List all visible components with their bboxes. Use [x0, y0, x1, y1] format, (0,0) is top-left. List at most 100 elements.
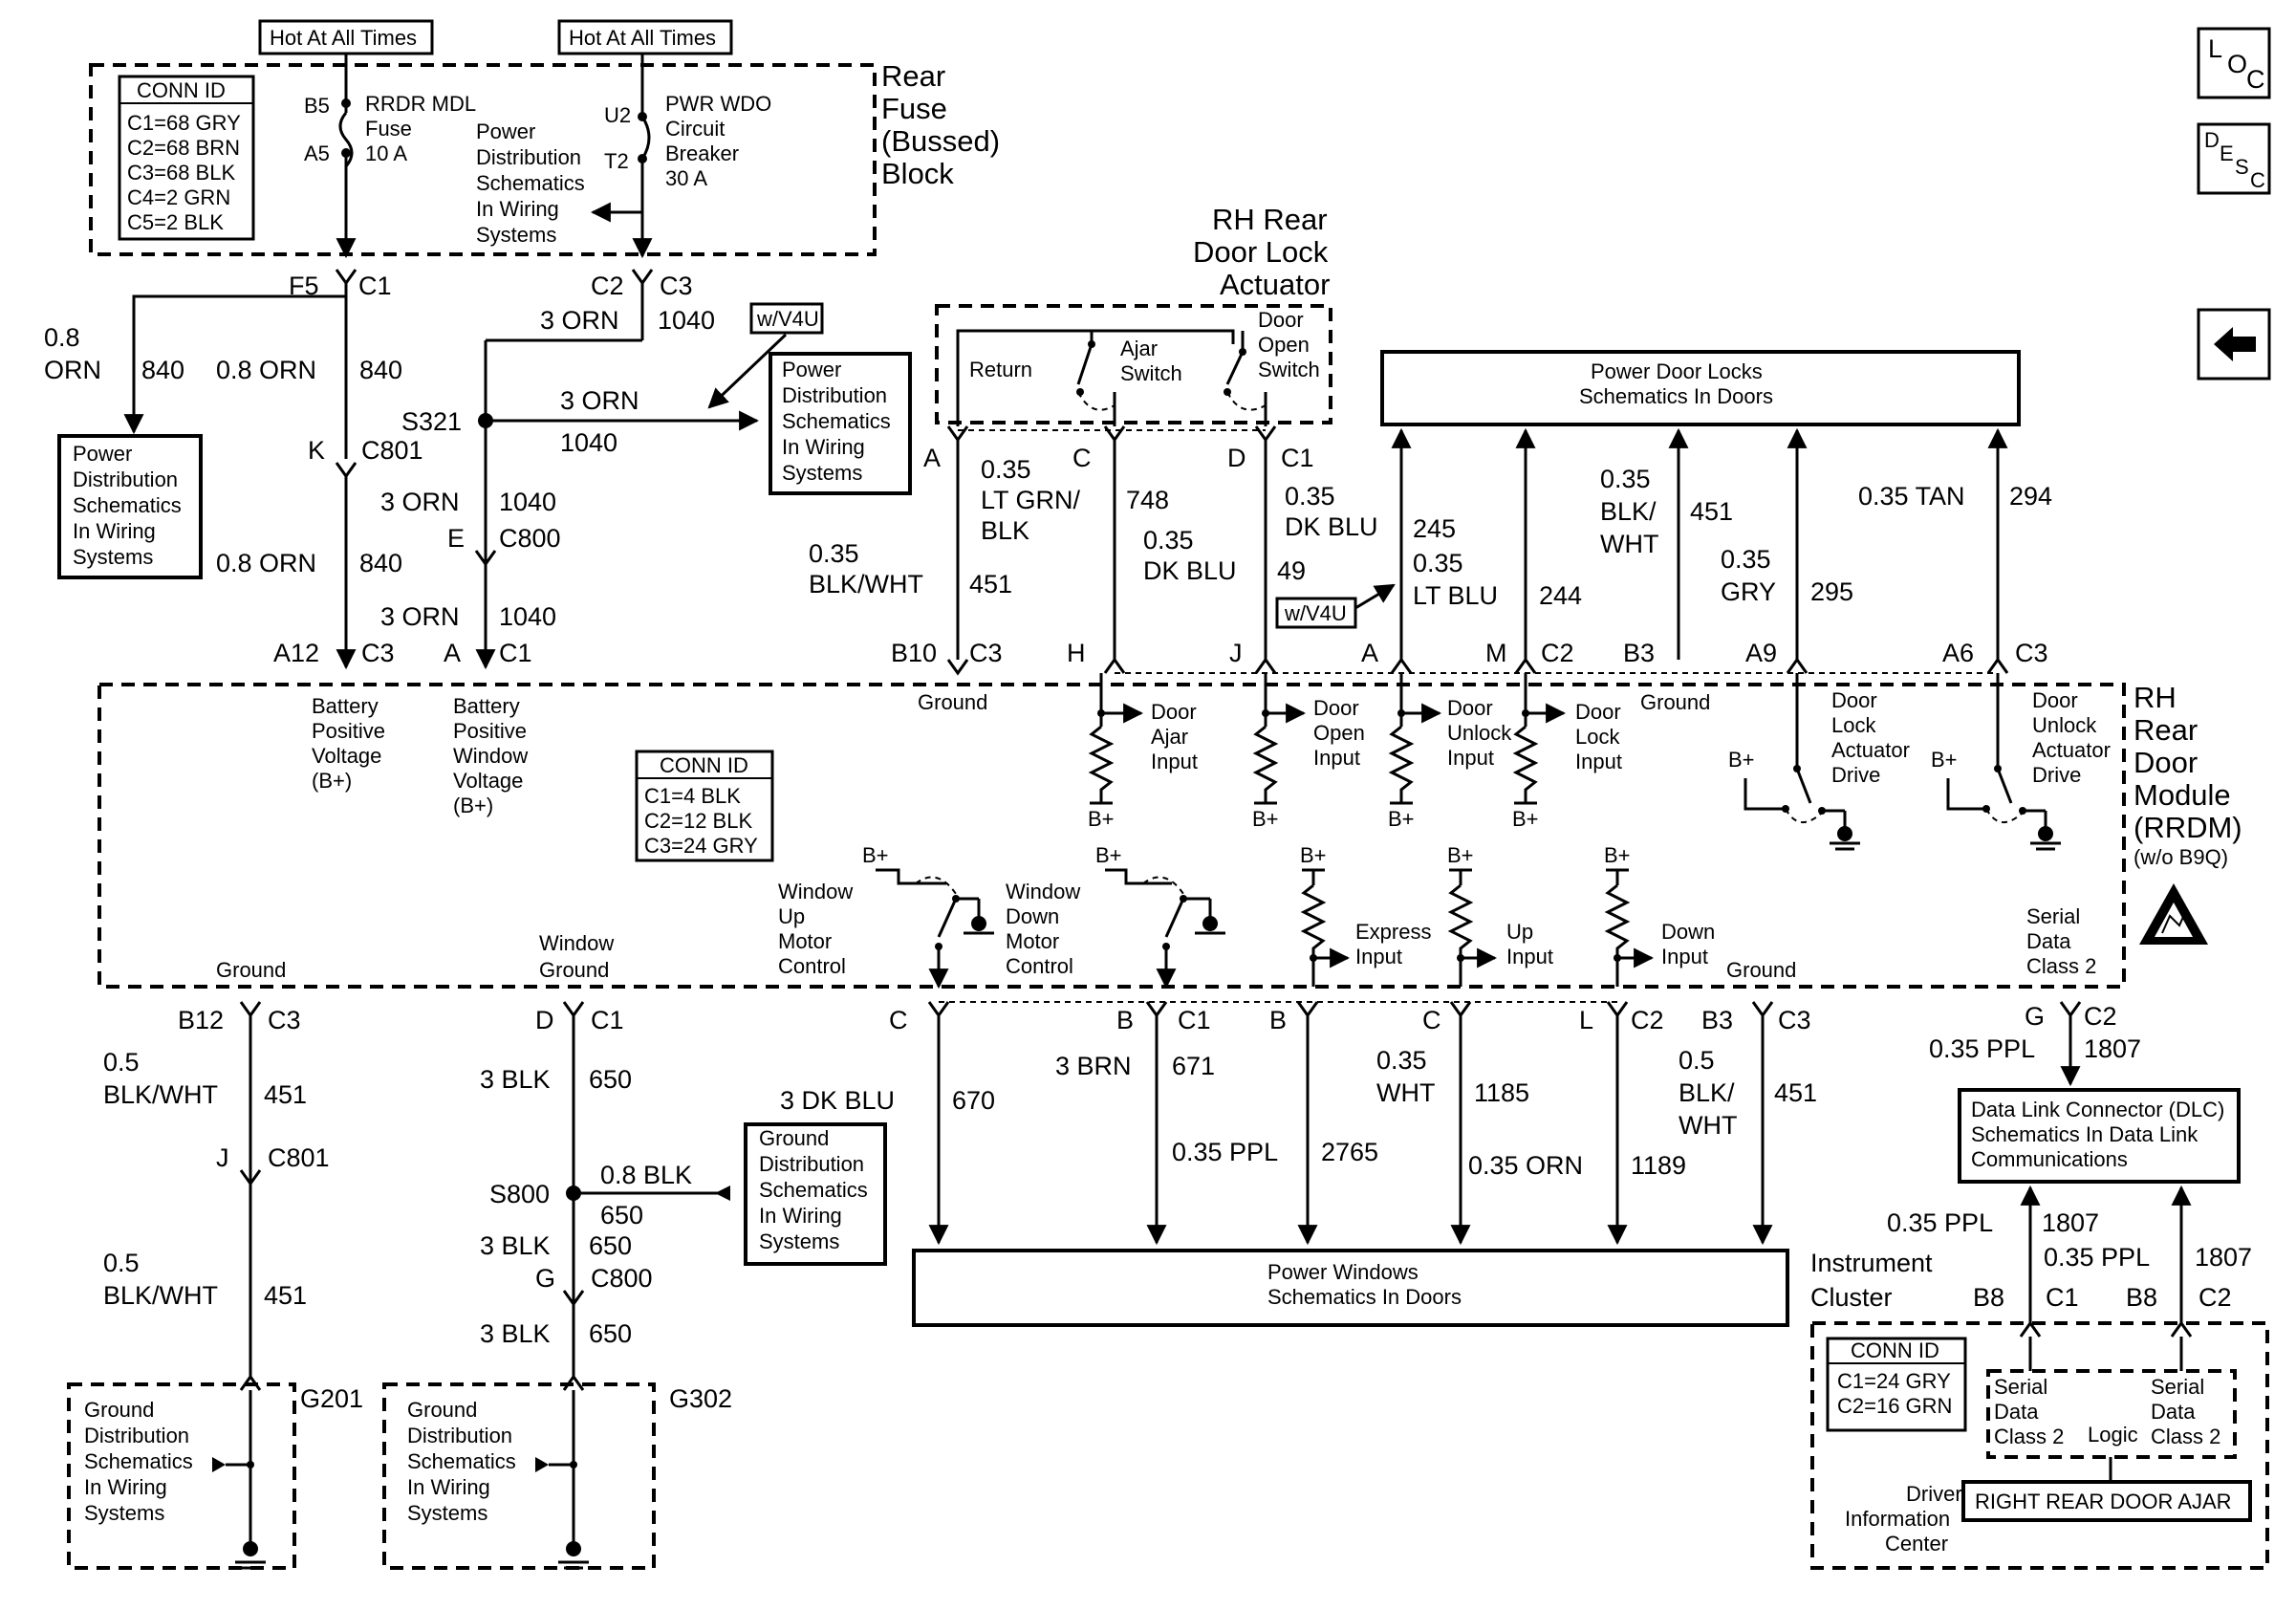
- svg-text:Input: Input: [1355, 945, 1402, 968]
- svg-text:CONN ID: CONN ID: [1851, 1338, 1939, 1362]
- circuit-1040-b: 1040: [560, 428, 617, 457]
- circuit-1040-d: 1040: [499, 602, 556, 631]
- open-switch-label-2: Open: [1258, 333, 1310, 357]
- svg-text:E: E: [2220, 141, 2234, 165]
- svg-text:Unlock: Unlock: [1447, 721, 1512, 745]
- ajar-switch-icon: [1076, 340, 1116, 426]
- svg-text:Lock: Lock: [1575, 725, 1620, 749]
- cluster-circuit-1807-b: 1807: [2195, 1243, 2252, 1272]
- svg-text:Ground: Ground: [407, 1398, 477, 1422]
- svg-text:Up: Up: [1506, 920, 1533, 944]
- svg-text:Serial: Serial: [2026, 904, 2080, 928]
- circuit-650-b: 650: [589, 1231, 632, 1260]
- fuse-block-title-line-2: Fuse: [881, 92, 947, 125]
- circuit-650-a: 650: [589, 1065, 632, 1094]
- window-down-motor-relay: [1105, 868, 1225, 990]
- up-input-resistor: [1447, 868, 1498, 987]
- svg-text:Center: Center: [1885, 1532, 1948, 1556]
- cluster-circuit-1807-a: 1807: [2042, 1208, 2099, 1237]
- pin-c3-top: C3: [660, 272, 693, 300]
- bpwv-line-5: (B+): [453, 794, 493, 817]
- pin-c1-b-bottom: C1: [1178, 1006, 1211, 1034]
- svg-text:Window: Window: [778, 880, 853, 903]
- wire-451b-label-3: WHT: [1600, 530, 1658, 558]
- bplus-unlock-drive: B+: [1931, 748, 1958, 772]
- svg-text:Distribution: Distribution: [84, 1424, 189, 1447]
- module-title-3: Door: [2134, 746, 2198, 779]
- pd-label-line-4: In Wiring: [476, 197, 559, 221]
- actuator-title-line-2: Door Lock: [1193, 235, 1329, 269]
- bpv-line-2: Positive: [312, 719, 385, 743]
- module-ground-top-1: Ground: [918, 690, 987, 714]
- circuit-451-upper: 451: [969, 570, 1012, 598]
- desc-icon[interactable]: D E S C: [2197, 122, 2271, 195]
- wire-08orn-label-2: ORN: [44, 356, 101, 384]
- door-open-input-resistor: [1252, 673, 1307, 805]
- power-door-locks-box: [1380, 350, 2021, 426]
- cluster-pin-b8-b: B8: [2126, 1283, 2157, 1312]
- pin-c1-bottom: C1: [591, 1006, 624, 1034]
- bpwv-line-2: Positive: [453, 719, 527, 743]
- circuit-451b: 451: [1690, 497, 1733, 526]
- svg-text:Schematics: Schematics: [73, 493, 182, 517]
- pin-g-bottom: G: [2025, 1002, 2045, 1031]
- svg-text:BLK/WHT: BLK/WHT: [103, 1281, 218, 1310]
- wire-3orn-c: 3 ORN: [380, 488, 460, 516]
- svg-text:Input: Input: [1313, 746, 1360, 770]
- svg-text:Actuator: Actuator: [1831, 738, 1910, 762]
- module-ground-bottom-1: Ground: [216, 958, 286, 982]
- instrument-cluster-outline: [1810, 1321, 2269, 1570]
- svg-text:Door: Door: [1447, 696, 1493, 720]
- pin-c3-b3-bottom: C3: [1778, 1006, 1811, 1034]
- svg-text:C1=4 BLK: C1=4 BLK: [644, 784, 741, 808]
- pin-c3-a6: C3: [2015, 639, 2048, 667]
- pdl-box-line-2: Schematics In Doors: [1579, 384, 1773, 408]
- pin-a9: A9: [1745, 639, 1777, 667]
- svg-text:0.35 PPL: 0.35 PPL: [2044, 1243, 2150, 1272]
- circuit-650-c: 650: [589, 1319, 632, 1348]
- module-title-4: Module: [2134, 778, 2231, 812]
- wire-3orn-b: 3 ORN: [560, 386, 639, 415]
- dic-message: RIGHT REAR DOOR AJAR: [1975, 1490, 2232, 1513]
- svg-text:C3=24 GRY: C3=24 GRY: [644, 834, 758, 858]
- svg-text:Serial: Serial: [1994, 1375, 2047, 1399]
- cluster-logic-label: Logic: [2088, 1423, 2138, 1447]
- wire-08orn-b: 0.8 ORN: [216, 356, 316, 384]
- pin-c3-module-top: C3: [361, 639, 395, 667]
- bpwv-line-1: Battery: [453, 694, 520, 718]
- actuator-pin-d: D: [1227, 444, 1246, 472]
- pin-b-bottom: B: [1116, 1006, 1134, 1034]
- circuit-49: 49: [1277, 556, 1306, 585]
- ground-g302-outline: [382, 1382, 656, 1570]
- cb-label-line-2: Circuit: [665, 117, 725, 141]
- svg-text:Schematics In Data Link: Schematics In Data Link: [1971, 1122, 2199, 1146]
- svg-text:Data: Data: [1994, 1400, 2039, 1424]
- loc-icon[interactable]: L O C: [2197, 27, 2271, 99]
- circuit-840-b: 840: [359, 356, 402, 384]
- svg-text:C: C: [2250, 168, 2265, 192]
- svg-text:D: D: [2204, 128, 2220, 152]
- module-ground-top-2: Ground: [1640, 690, 1710, 714]
- circuit-1040-a: 1040: [658, 306, 715, 335]
- svg-text:Input: Input: [1447, 746, 1494, 770]
- back-arrow-icon[interactable]: [2197, 308, 2271, 381]
- svg-text:Class 2: Class 2: [2026, 954, 2096, 978]
- svg-text:Door: Door: [1575, 700, 1621, 724]
- cluster-logic-outline: [1986, 1369, 2237, 1459]
- actuator-pin-a: A: [923, 444, 941, 472]
- pin-c2-l-bottom: C2: [1631, 1006, 1664, 1034]
- svg-text:C2=16 GRN: C2=16 GRN: [1837, 1394, 1952, 1418]
- pin-c-bottom: C: [889, 1006, 908, 1034]
- circuit-451-lower-a: 451: [264, 1080, 307, 1109]
- fuse-block-title-line-3: (Bussed): [881, 124, 1000, 158]
- svg-text:Data: Data: [2026, 929, 2071, 953]
- dlc-box: [1958, 1088, 2241, 1184]
- pin-a-c2: A: [1361, 639, 1378, 667]
- wire-451-label-2: BLK/WHT: [809, 570, 923, 598]
- pin-a6: A6: [1942, 639, 1974, 667]
- ground-g201-icon: [243, 1541, 258, 1556]
- window-ground-line-1: Window: [539, 931, 614, 955]
- svg-text:Lock: Lock: [1831, 713, 1876, 737]
- fuse-block-title-line-1: Rear: [881, 59, 945, 93]
